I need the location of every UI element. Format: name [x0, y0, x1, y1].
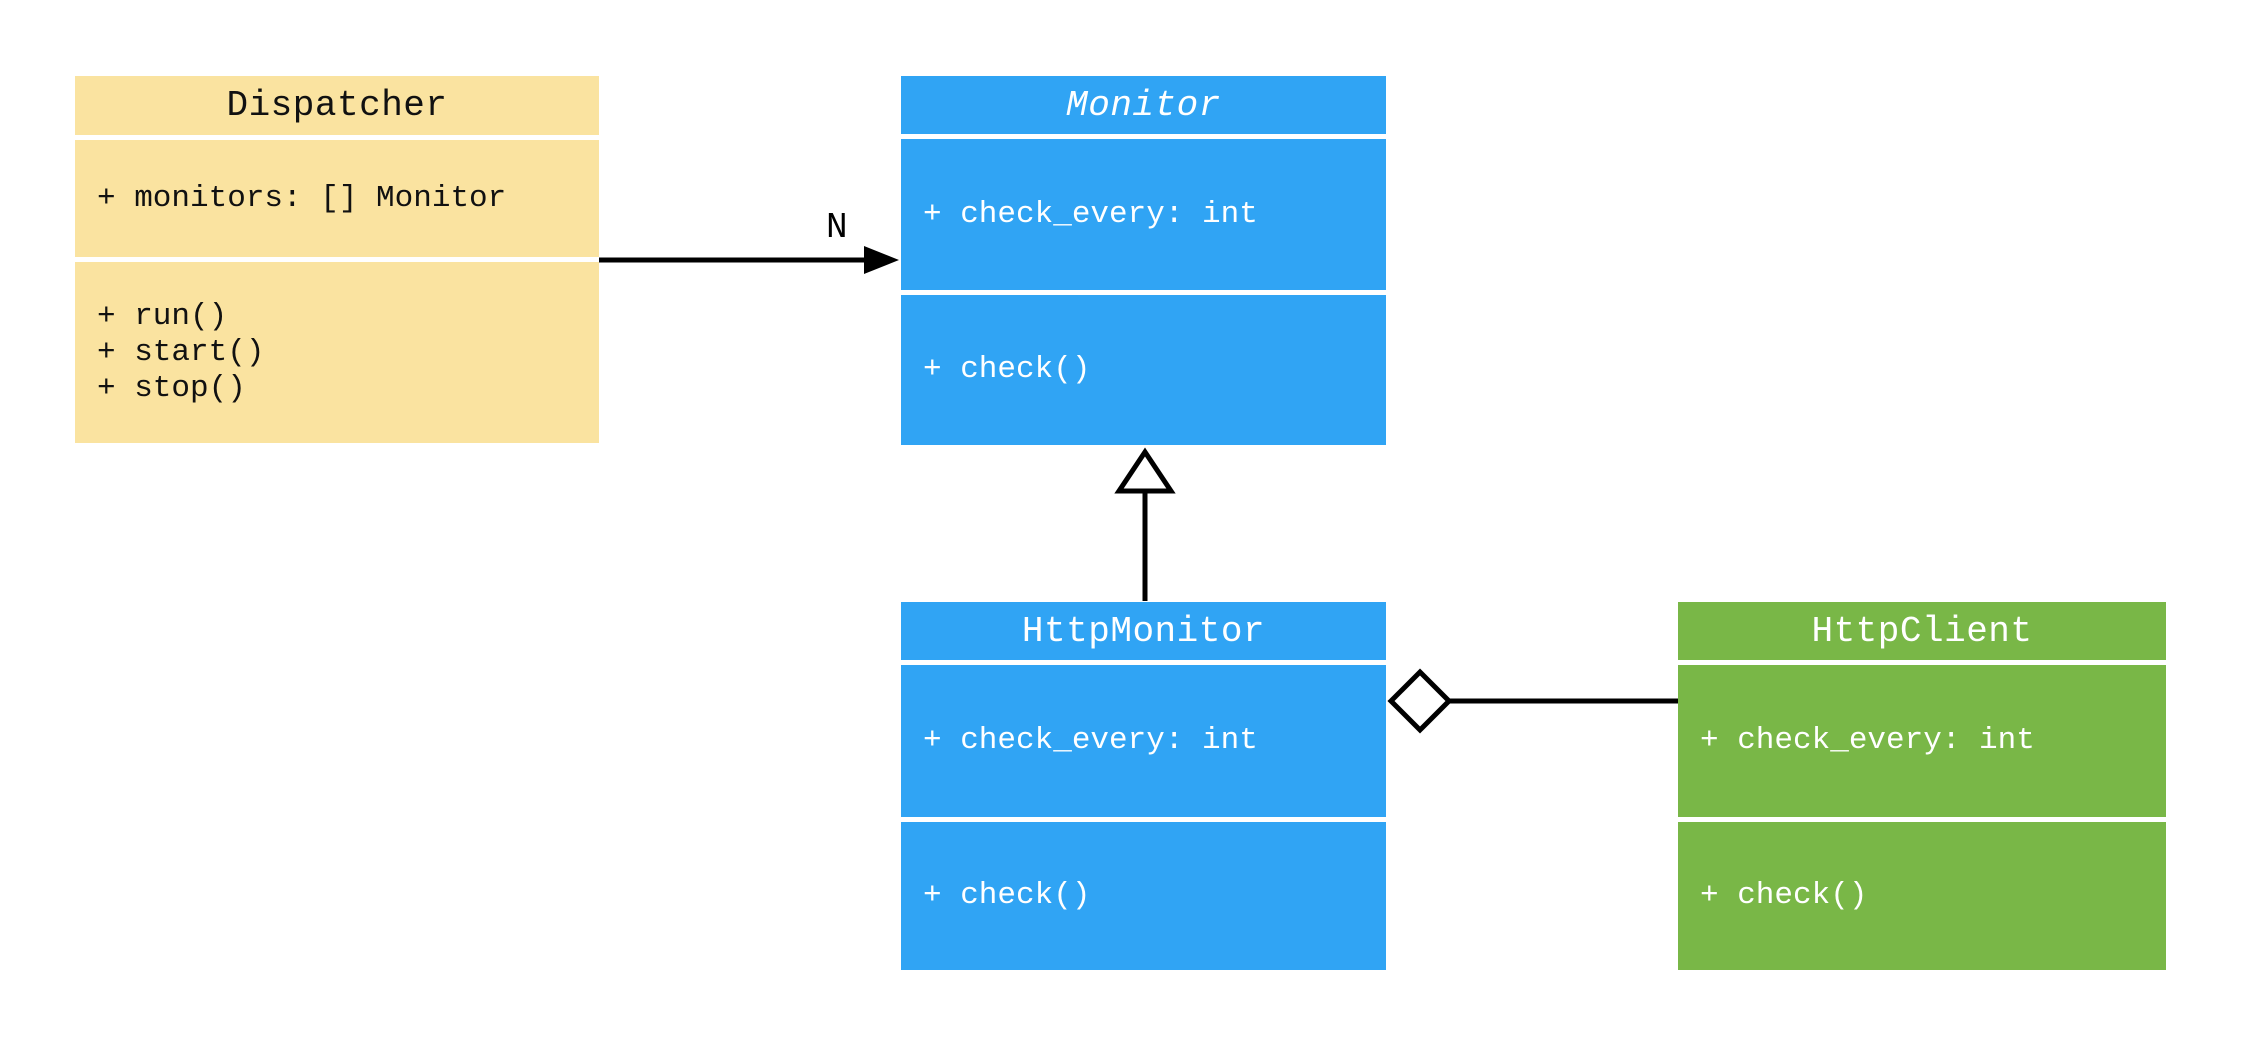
- aggregation-diamond-icon: [1387, 668, 1453, 734]
- class-box-httpclient[interactable]: HttpClient + check_every: int + check(): [1678, 602, 2166, 970]
- class-title: HttpClient: [1678, 602, 2166, 660]
- class-box-monitor[interactable]: Monitor + check_every: int + check(): [901, 76, 1386, 445]
- method-item: + stop(): [97, 370, 246, 406]
- class-title: Monitor: [901, 76, 1386, 134]
- class-attributes-section: + monitors: [] Monitor: [75, 140, 599, 257]
- attribute-item: + check_every: int: [1700, 723, 2035, 758]
- method-item: + check(): [1700, 878, 1868, 913]
- class-methods-section: + check(): [901, 822, 1386, 970]
- class-title: HttpMonitor: [901, 602, 1386, 660]
- class-title: Dispatcher: [75, 76, 599, 135]
- class-attributes-section: + check_every: int: [1678, 665, 2166, 817]
- attribute-item: + check_every: int: [923, 196, 1258, 232]
- association-arrowhead-icon: [864, 246, 899, 274]
- multiplicity-label: N: [826, 207, 848, 248]
- class-methods-section: + check(): [901, 295, 1386, 445]
- method-item: + check(): [923, 352, 1091, 387]
- method-item: + run(): [97, 298, 228, 334]
- class-attributes-section: + check_every: int: [901, 139, 1386, 290]
- attribute-item: + check_every: int: [923, 723, 1258, 758]
- method-item: + start(): [97, 334, 265, 370]
- attribute-item: + monitors: [] Monitor: [97, 180, 507, 216]
- class-box-dispatcher[interactable]: Dispatcher + monitors: [] Monitor + run(…: [75, 76, 599, 443]
- inheritance-triangle-icon: [1114, 447, 1176, 494]
- class-attributes-section: + check_every: int: [901, 665, 1386, 817]
- class-methods-section: + run() + start() + stop(): [75, 262, 599, 443]
- method-item: + check(): [923, 878, 1091, 913]
- class-methods-section: + check(): [1678, 822, 2166, 970]
- class-box-httpmonitor[interactable]: HttpMonitor + check_every: int + check(): [901, 602, 1386, 970]
